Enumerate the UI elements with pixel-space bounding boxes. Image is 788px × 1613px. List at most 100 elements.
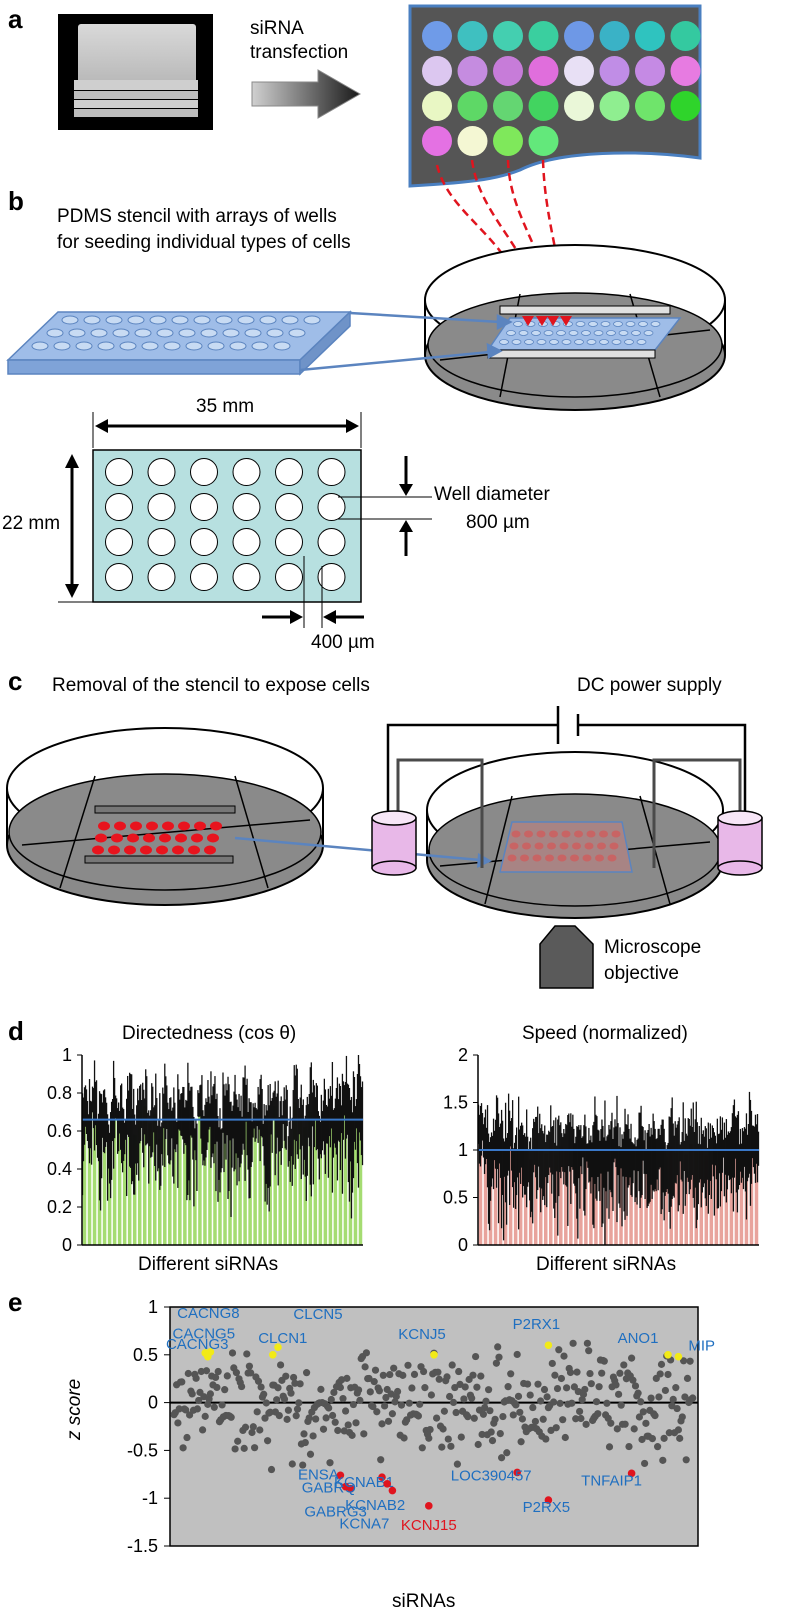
- petri-dish-left: [6, 727, 324, 906]
- schematic-well: [317, 493, 346, 521]
- data-point: [247, 1369, 255, 1377]
- highlight-point-down: [336, 1471, 345, 1480]
- highlight-point-down: [627, 1469, 636, 1478]
- gene-label: CACNG3: [166, 1336, 229, 1353]
- data-point: [537, 1397, 545, 1405]
- data-point: [339, 1394, 347, 1403]
- data-point: [615, 1390, 623, 1398]
- stencil-well: [141, 341, 159, 351]
- data-point: [293, 1405, 302, 1413]
- data-point: [478, 1430, 486, 1439]
- data-point: [204, 1400, 212, 1408]
- bar: [122, 1127, 127, 1245]
- data-point: [178, 1378, 186, 1386]
- bar: [533, 1138, 538, 1245]
- bar: [584, 1150, 588, 1245]
- data-point: [600, 1357, 608, 1365]
- y-tick-label: 0.6: [47, 1121, 72, 1141]
- data-point: [498, 1454, 506, 1462]
- data-point: [598, 1369, 606, 1377]
- y-tick-label: 1.5: [443, 1093, 468, 1113]
- directedness-title: Directedness (cos θ): [122, 1023, 297, 1044]
- data-point: [299, 1461, 307, 1469]
- data-point: [539, 1415, 547, 1423]
- data-point: [388, 1410, 396, 1418]
- data-point: [443, 1373, 451, 1381]
- data-point: [296, 1380, 304, 1388]
- data-point: [481, 1404, 489, 1412]
- dish-well: [575, 321, 586, 327]
- y-tick-label: 0.5: [443, 1188, 468, 1208]
- bar: [253, 1113, 257, 1245]
- data-point: [526, 1391, 534, 1399]
- data-point: [331, 1418, 339, 1426]
- cell-spot: [547, 842, 556, 850]
- data-point: [329, 1411, 337, 1420]
- data-point: [655, 1393, 663, 1401]
- data-point: [253, 1408, 261, 1416]
- plate-well: [599, 21, 630, 51]
- data-point: [348, 1431, 356, 1439]
- data-point: [360, 1430, 368, 1438]
- bar: [298, 1115, 303, 1245]
- data-point: [390, 1364, 398, 1372]
- data-point: [179, 1444, 187, 1452]
- dish-well: [536, 339, 547, 345]
- data-point: [563, 1384, 571, 1392]
- data-point: [262, 1399, 270, 1407]
- bar: [223, 1104, 227, 1245]
- plate-well: [493, 21, 523, 51]
- y-tick-label: 2: [458, 1045, 468, 1065]
- data-point: [212, 1373, 220, 1382]
- dish-well: [574, 339, 584, 345]
- bar: [589, 1152, 593, 1245]
- schematic-well: [275, 528, 303, 556]
- data-point: [560, 1352, 568, 1360]
- dish-well: [499, 339, 509, 345]
- plate-well: [422, 56, 452, 86]
- data-point: [384, 1417, 393, 1425]
- bar: [754, 1142, 759, 1245]
- bar: [739, 1152, 744, 1245]
- data-point: [370, 1378, 378, 1386]
- data-point: [555, 1346, 563, 1354]
- highlight-point-up: [274, 1343, 282, 1351]
- data-point: [686, 1357, 694, 1365]
- data-point: [267, 1465, 276, 1474]
- gene-label: ENSA: [298, 1466, 339, 1483]
- data-point: [449, 1398, 458, 1407]
- bar: [102, 1112, 107, 1245]
- cell-spot: [156, 845, 168, 855]
- bar: [82, 1108, 87, 1245]
- data-point: [641, 1459, 649, 1468]
- stencil-well: [119, 341, 137, 351]
- data-point: [254, 1377, 263, 1385]
- cell-spot: [536, 830, 546, 838]
- bar: [153, 1113, 157, 1245]
- gene-label: CACNG8: [177, 1305, 240, 1322]
- data-point: [334, 1426, 342, 1435]
- data-point: [651, 1412, 659, 1420]
- data-point: [240, 1444, 248, 1452]
- data-point: [373, 1408, 381, 1416]
- schematic-well: [105, 528, 133, 556]
- cell-spot: [609, 842, 619, 850]
- bar: [168, 1119, 172, 1245]
- data-point: [576, 1407, 584, 1416]
- plate-well: [493, 91, 523, 121]
- cell-spot: [172, 845, 184, 855]
- data-point: [361, 1363, 369, 1371]
- stencil-well: [237, 315, 255, 325]
- data-point: [283, 1415, 291, 1423]
- bar: [318, 1131, 323, 1245]
- data-point: [275, 1412, 283, 1420]
- schematic-well: [317, 528, 346, 556]
- bar: [87, 1121, 92, 1245]
- data-point: [397, 1401, 406, 1409]
- cell-spot: [188, 845, 200, 855]
- data-point: [654, 1443, 662, 1451]
- dish-well: [543, 330, 554, 336]
- bar: [679, 1149, 683, 1245]
- data-point: [174, 1419, 182, 1427]
- bar: [233, 1112, 237, 1245]
